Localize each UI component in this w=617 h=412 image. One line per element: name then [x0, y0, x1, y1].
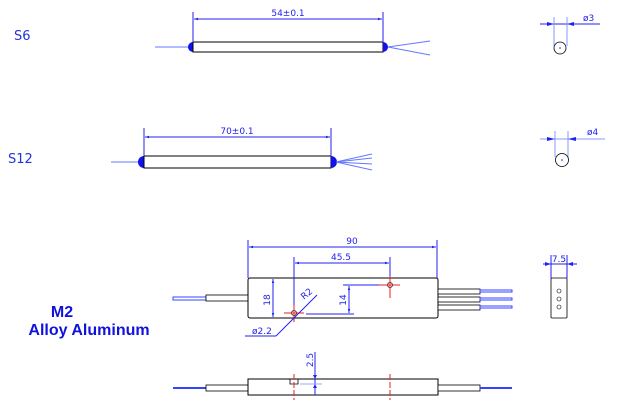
m2-length-dim: 90 — [346, 237, 358, 247]
s12-body — [143, 155, 332, 169]
s6-dia-arrows — [547, 22, 574, 26]
m2-port-2 — [556, 296, 562, 302]
m2-width-arrows — [545, 262, 573, 266]
model-label-s12: S12 — [8, 152, 33, 167]
m2-fiber-out-1 — [479, 289, 513, 293]
m2-boot-out-2 — [437, 296, 481, 303]
s12-fiber-out-1 — [335, 153, 373, 163]
s6-section: S6 54±0.1 ø3 — [14, 9, 600, 56]
s6-body — [192, 41, 384, 53]
m2-boot-in — [205, 294, 249, 302]
m2-boot-out-1 — [437, 288, 481, 295]
m2-section: M2 Alloy Aluminum 90 45.5 18 14 — [28, 237, 577, 400]
s6-fiber-out-2 — [387, 46, 431, 56]
s6-center-dot — [559, 47, 561, 49]
m2-hole-height-dim: 14 — [339, 294, 349, 306]
s6-cap-left — [188, 42, 193, 52]
m2-depth-arrows — [313, 375, 317, 388]
m2-width-dim: 7.5 — [552, 255, 566, 265]
model-label-m2: M2 — [51, 304, 73, 321]
m2-fiber-out-3 — [479, 305, 513, 309]
s6-cap-right — [383, 42, 388, 52]
m2-port-1 — [556, 288, 562, 294]
m2-port-3 — [556, 304, 562, 310]
m2-fiber-out-2 — [479, 297, 513, 301]
s6-length-dim: 54±0.1 — [271, 9, 304, 19]
s12-fiber-out-4 — [335, 161, 373, 171]
s12-fiber-out-3 — [335, 161, 373, 165]
m2-height-dim: 18 — [263, 294, 273, 306]
s12-diameter-dim: ø4 — [587, 128, 599, 138]
s12-section: S12 70±0.1 ø4 — [8, 127, 605, 171]
m2-hole-dia-dim: ø2.2 — [252, 327, 272, 337]
s12-cap-right — [331, 156, 337, 168]
m2-fiber-in — [172, 296, 207, 301]
m2-boot-out-3 — [437, 304, 481, 311]
s12-fiber-out-2 — [335, 157, 373, 163]
m2-side-boot-out — [437, 384, 481, 392]
material-label: Alloy Aluminum — [28, 322, 149, 339]
s6-fiber-out-1 — [387, 40, 431, 48]
s12-dia-arrows — [547, 137, 576, 141]
m2-side-boot-in — [205, 384, 249, 392]
s12-length-dim: 70±0.1 — [220, 127, 253, 137]
model-label-s6: S6 — [14, 29, 31, 44]
m2-offset-dim: 45.5 — [331, 253, 351, 263]
m2-depth-dim: 2.5 — [306, 353, 316, 367]
s12-cap-left — [138, 156, 144, 168]
m2-body-side — [247, 378, 439, 396]
s6-diameter-dim: ø3 — [583, 14, 594, 24]
m2-radius-leader — [275, 294, 318, 337]
s12-center-dot — [561, 159, 563, 161]
